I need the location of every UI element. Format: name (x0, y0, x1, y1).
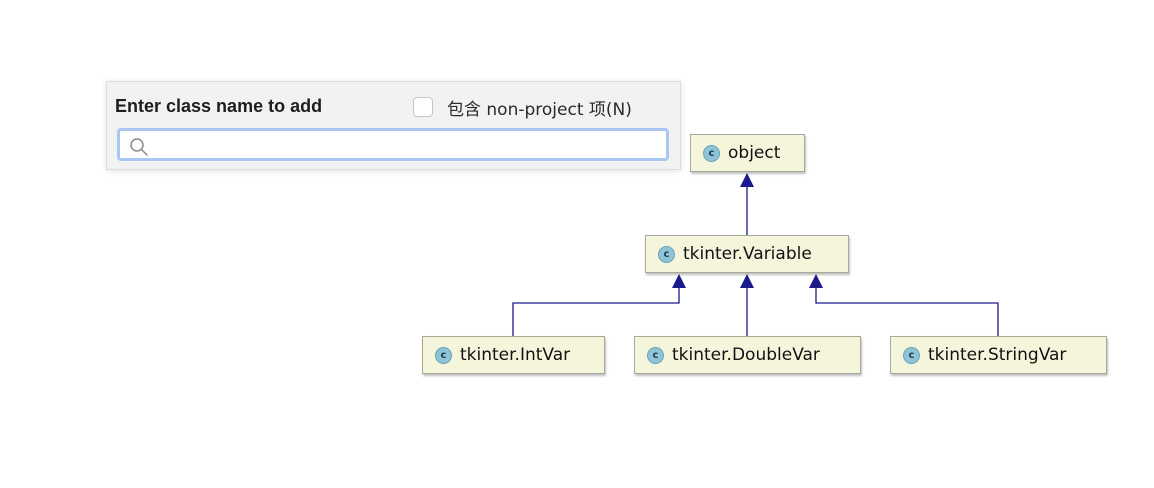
class-icon: c (435, 346, 452, 364)
class-node-label: tkinter.DoubleVar (672, 345, 820, 365)
class-node-label: tkinter.Variable (683, 244, 812, 264)
class-node-tkinter-doublevar[interactable]: c tkinter.DoubleVar (634, 336, 861, 374)
class-search-box[interactable] (117, 128, 669, 161)
class-icon: c (658, 245, 675, 263)
arrowhead-object (740, 173, 754, 187)
add-class-popup: Enter class name to add 包含 non-project 项… (106, 81, 681, 170)
search-icon (129, 137, 149, 157)
arrowhead-variable-right (809, 274, 823, 288)
class-icon: c (903, 346, 920, 364)
class-node-label: object (728, 143, 781, 163)
class-node-label: tkinter.StringVar (928, 345, 1067, 365)
class-node-object[interactable]: c object (690, 134, 805, 172)
class-name-search-input[interactable] (156, 133, 661, 157)
arrowhead-variable-left (672, 274, 686, 288)
class-node-tkinter-intvar[interactable]: c tkinter.IntVar (422, 336, 605, 374)
edge-intvar-to-variable (512, 287, 680, 336)
class-icon: c (703, 144, 720, 162)
class-node-tkinter-variable[interactable]: c tkinter.Variable (645, 235, 849, 273)
class-node-tkinter-stringvar[interactable]: c tkinter.StringVar (890, 336, 1107, 374)
popup-title: Enter class name to add (115, 96, 323, 116)
include-non-project-label: 包含 non-project 项(N) (447, 99, 632, 120)
include-non-project-checkbox[interactable] (413, 97, 433, 117)
arrowhead-variable-center (740, 274, 754, 288)
class-node-label: tkinter.IntVar (460, 345, 571, 365)
edge-stringvar-to-variable (815, 287, 999, 336)
include-non-project-toggle[interactable]: 包含 non-project 项(N) (413, 94, 632, 120)
class-icon: c (647, 346, 664, 364)
